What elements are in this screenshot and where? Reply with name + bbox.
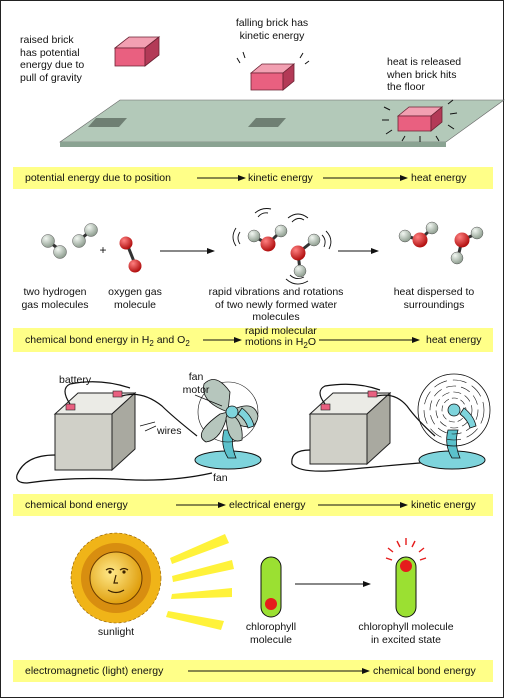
band-potential: potential energy due to position <box>25 172 171 184</box>
sunlight-label: sunlight <box>97 626 135 638</box>
energy-band-fan: chemical bond energy electrical energy k… <box>13 494 493 516</box>
band-arrows-3 <box>176 502 408 508</box>
plus-sign: + <box>99 243 107 257</box>
energy-band-molecules: chemical bond energy in H2 and O2 rapid … <box>13 325 493 352</box>
band-arrows-4 <box>188 668 370 674</box>
fan-right-spinning <box>417 373 491 470</box>
band-arrows <box>197 175 408 181</box>
excited-chlorophyll-label: chlorophyll molecule in excited state <box>358 621 454 646</box>
hydrogen-label: two hydrogen gas molecules <box>21 286 89 311</box>
band-electromagnetic: electromagnetic (light) energy <box>25 665 164 677</box>
brick-shadow-middle <box>248 118 286 127</box>
raised-brick-label: raised brick has potential energy due to… <box>20 34 85 84</box>
vibrating-water-molecules <box>232 208 332 285</box>
band-electrical: electrical energy <box>229 499 306 511</box>
sun-rays <box>166 534 234 630</box>
vibration-label: rapid vibrations and rotations of two ne… <box>208 286 344 323</box>
hydrogen-molecules <box>41 223 98 259</box>
battery-right <box>291 383 436 472</box>
heat-released-label: heat is released when brick hits the flo… <box>387 56 462 93</box>
energy-band-light: electromagnetic (light) energy chemical … <box>13 660 493 682</box>
brick-scene <box>59 36 505 147</box>
band-chemical-h2-o2: chemical bond energy in H2 and O2 <box>25 334 190 349</box>
brick-shadow-left <box>88 118 127 127</box>
wires-label: wires <box>157 425 182 437</box>
fan-label: fan <box>213 472 228 484</box>
sun <box>70 532 162 624</box>
excited-chlorophyll <box>385 538 427 618</box>
dispersed-water-molecules <box>398 221 484 265</box>
band-chemical-bond: chemical bond energy <box>25 499 128 511</box>
battery-label: battery <box>59 374 92 386</box>
band-kinetic: kinetic energy <box>248 172 313 184</box>
chlorophyll-molecule <box>260 556 282 618</box>
band-kinetic-2: kinetic energy <box>411 499 476 511</box>
dispersed-label: heat dispersed to surroundings <box>393 286 475 311</box>
falling-brick-label: falling brick has kinetic energy <box>235 17 309 42</box>
chlorophyll-label: chlorophyll molecule <box>245 621 297 646</box>
band-heat-2: heat energy <box>426 334 482 346</box>
band-arrows-2 <box>203 337 420 343</box>
energy-band-brick: potential energy due to position kinetic… <box>13 167 493 189</box>
fan-motor-label: fan motor <box>182 371 210 396</box>
oxygen-label: oxygen gas molecule <box>108 286 162 311</box>
raised-brick <box>113 36 161 67</box>
floor-slab-edge <box>60 142 446 147</box>
falling-brick <box>236 51 310 91</box>
band-chemical-bond-2: chemical bond energy <box>373 665 476 677</box>
fan-left <box>194 379 262 470</box>
oxygen-molecule <box>119 236 142 273</box>
landed-brick <box>382 99 458 142</box>
band-heat: heat energy <box>411 172 467 184</box>
battery-left <box>16 381 213 484</box>
